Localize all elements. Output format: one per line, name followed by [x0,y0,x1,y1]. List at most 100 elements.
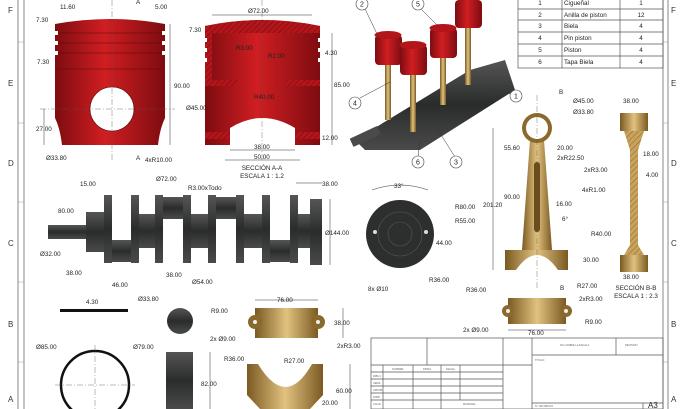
dimension-label: 38.00 [623,98,639,105]
dimension-label: R80.00 [455,204,476,211]
dimension-label: 38.00 [254,144,270,151]
dimension-label: Ø32.00 [40,251,61,258]
dimension-label: 55.60 [504,145,520,152]
zone-label: F [671,6,676,15]
dimension-label: 76.00 [277,297,293,304]
dimension-label: R9.00 [585,319,602,326]
dimension-label: 20.00 [557,145,573,152]
dimension-label: Ø54.00 [192,279,213,286]
row-label: FABR. [373,395,381,399]
dimension-label: 30.00 [583,257,599,264]
dimension-label: 2x Ø9.00 [210,336,236,343]
svg-text:Anilla de piston: Anilla de piston [564,12,607,19]
svg-text:Tapa Biela: Tapa Biela [564,59,594,66]
rod-cap-view: 2xR3.00 R9.00 2x Ø9.00 76.00 [463,296,603,337]
material-label: MATERIAL: [463,402,477,406]
dimension-label: 16.00 [556,201,572,208]
svg-text:5: 5 [538,47,542,54]
svg-text:6: 6 [538,59,542,66]
dimension-label: 38.00 [166,272,182,279]
engine-assembly-isometric: 2 5 4 1 6 3 [348,0,523,169]
row-label: APROB. [373,388,383,392]
dimension-label: 2xR3.00 [337,343,361,350]
dimension-label: 2x Ø9.00 [463,327,489,334]
dimension-label: Ø72.00 [156,176,177,183]
dimension-label: Ø45.00 [573,98,594,105]
svg-text:4: 4 [639,23,643,30]
svg-text:4: 4 [639,59,643,66]
dimension-label: Ø85.00 [36,344,57,351]
dimension-label: Ø72.00 [248,8,269,15]
dimension-label: 38.00 [623,274,639,281]
dimension-label: 33° [394,182,404,190]
dimension-label: 27.00 [36,126,52,133]
drawing-number-label: N.º DE DIBUJO [535,404,553,408]
connecting-rod-view: B Ø45.00 Ø33.80 55.60 20.00 2xR22.50 90.… [466,89,612,294]
column-header: FIRMA [423,367,431,371]
zone-label: C [8,239,14,248]
sheet-size: A3 [648,401,658,409]
section-mark: A [136,155,141,162]
dimension-label: 80.00 [58,208,74,215]
zone-label: B [671,320,676,329]
zone-label: B [8,320,13,329]
dimension-label: R36.00 [224,356,245,363]
connecting-rod-section-b-b: 38.00 18.00 2xR3.00 4.00 4xR1.00 38.00 S… [582,98,659,300]
zone-label: D [8,159,14,168]
svg-text:Piston: Piston [564,47,582,54]
row-label: CALID. [373,402,382,406]
row-label: DIBUJ. [373,374,381,378]
svg-text:Pin piston: Pin piston [564,35,592,42]
cap-detail-view: 76.00 R9.00 2x Ø9.00 38.00 2xR3.00 [210,297,361,350]
zone-label: A [671,395,677,404]
dimension-label: 82.00 [201,381,217,388]
balloon-label: 2 [360,2,364,9]
dimension-label: 2xR3.00 [584,167,608,174]
bom-row: 6 Tapa Biela 4 [538,59,643,66]
dimension-label: R27.00 [284,358,305,365]
svg-text:3: 3 [538,23,542,30]
zone-label: E [8,79,13,88]
dimension-label: 18.00 [643,151,659,158]
revision-label: REVISIÓN [625,342,638,347]
dimension-label: 8x Ø10 [368,286,389,293]
dimension-label: 11.60 [60,4,76,11]
dimension-label: 4xR1.00 [582,187,606,194]
piston-front-view: 11.60 5.00 7.30 7.30 90.00 27.00 Ø33.80 … [36,0,190,164]
dimension-label: 2xR22.50 [557,155,584,162]
dimension-label: 90.00 [174,83,190,90]
section-mark: B [560,285,564,292]
dimension-label: Ø33.80 [138,296,159,303]
section-mark: A [136,0,141,6]
column-header: FECHA [446,367,455,371]
dimension-label: 76.00 [528,330,544,337]
no-scale-note: NO CAMBIE LA ESCALA [560,343,590,347]
dimension-label: R36.00 [466,287,487,294]
dimension-label: R9.00 [211,308,228,315]
dimension-label: Ø33.80 [46,155,67,162]
dimension-label: R55.00 [455,218,476,225]
dimension-label: 46.00 [112,282,128,289]
dimension-label: 5.00 [155,4,168,11]
dimension-label: Ø144.00 [325,230,350,237]
dimension-label: R40.00 [591,231,612,238]
dimension-label: 38.00 [322,181,338,188]
piston-ring-view: 4.30 Ø85.00 Ø79.00 [36,299,154,409]
zone-label: D [671,159,677,168]
dimension-label: 201.20 [483,202,503,209]
dimension-label: 2xR3.00 [579,296,603,303]
svg-text:4: 4 [639,35,643,42]
dimension-label: 7.30 [37,59,50,66]
balloon-label: 5 [416,2,420,9]
balloon-label: 3 [454,160,458,167]
dimension-label: Ø45.00 [186,105,207,112]
dimension-label: 4.30 [86,299,99,306]
row-label: VERIF. [373,381,381,385]
zone-label: C [671,239,677,248]
dimension-label: 12.00 [322,135,338,142]
section-mark: B [559,89,563,96]
svg-text:4: 4 [538,35,542,42]
